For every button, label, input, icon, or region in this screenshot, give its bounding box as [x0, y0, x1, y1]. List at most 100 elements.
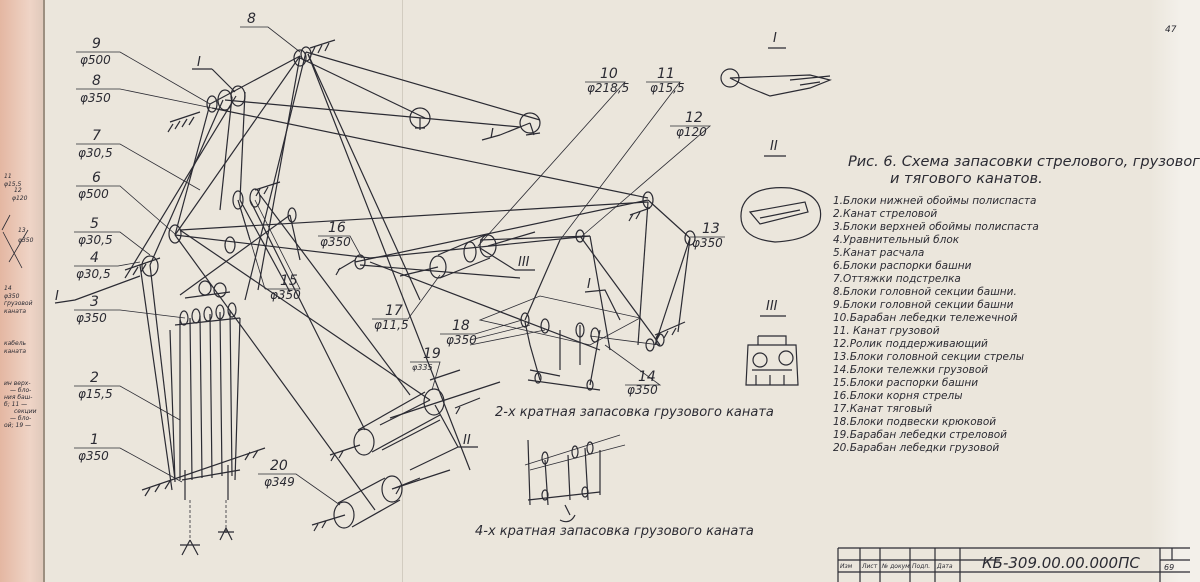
frag-1: 11 — [4, 173, 12, 180]
label-11-num: 11 — [657, 66, 675, 82]
legend-item-12: 12.Ролик поддерживающий — [833, 338, 988, 350]
section-mark-iii: III — [766, 299, 778, 314]
stamp-col-date: Дата — [936, 563, 953, 570]
legend-item-4: 4.Уравнительный блок — [833, 234, 960, 246]
boom-winch-drum — [353, 381, 501, 456]
label-1-num: 1 — [90, 432, 99, 448]
part-labels: 9 φ500 8 φ350 7 φ30,5 6 φ500 5 φ30,5 4 φ… — [74, 11, 725, 506]
frag-9: грузовой — [4, 300, 33, 307]
label-1-dia: φ350 — [78, 449, 109, 463]
label-17-num: 17 — [385, 303, 403, 319]
label-10-num: 10 — [600, 66, 618, 82]
label-15-dia: φ350 — [270, 288, 301, 302]
legend-item-16: 16.Блоки корня стрелы — [833, 390, 963, 402]
frag-2: φ15,5 — [4, 181, 22, 188]
label-18-num: 18 — [452, 318, 470, 334]
pulleys — [141, 46, 696, 352]
section-mark-i: I — [773, 31, 777, 46]
page-number: 47 — [1165, 25, 1177, 35]
callout-i-top: I — [197, 55, 201, 70]
callout-i-right: I — [587, 277, 591, 292]
label-7-num: 7 — [92, 128, 101, 144]
stamp-col-sign: Подп. — [912, 563, 930, 570]
label-19-dia: φ335 — [412, 363, 433, 372]
stamp-sheet: 69 — [1164, 563, 1174, 572]
ground-anchors — [124, 39, 686, 532]
legend-item-11: 11. Канат грузовой — [833, 325, 940, 337]
callout-i-mid: I — [490, 127, 494, 142]
legend-item-2: 2.Канат стреловой — [833, 208, 937, 220]
stamp-col-izm: Изм — [840, 563, 853, 570]
section-view-iii: III — [745, 299, 799, 386]
legend-item-5: 5.Канат расчала — [833, 247, 924, 259]
stamp-code: КБ-309.00.00.000ПС — [982, 554, 1140, 572]
label-16-dia: φ350 — [320, 235, 351, 249]
legend-item-15: 15.Блоки распорки башни — [833, 377, 978, 389]
label-12-dia: φ120 — [676, 125, 707, 139]
left-fragment: 11 φ15,5 12 φ120 13 φ350 14 φ350 грузово… — [1, 173, 37, 429]
frag-sketch — [1, 214, 29, 269]
label-11-dia: φ15,5 — [650, 81, 685, 95]
frag-6: φ350 — [18, 237, 34, 244]
figure-title-line1: Рис. 6. Схема запасовки стрелового, груз… — [848, 154, 1200, 170]
legend-item-17: 17.Канат тяговый — [833, 403, 932, 415]
legend-item-18: 18.Блоки подвески крюковой — [833, 416, 996, 428]
callout-ii: II — [463, 433, 471, 448]
four-fold-reeving-sketch — [524, 434, 626, 523]
page-edge — [43, 0, 45, 582]
caption-two-fold: 2-х кратная запасовка грузового каната — [495, 405, 774, 420]
frag-p5: секции — [14, 408, 37, 415]
label-4-num: 4 — [90, 250, 99, 266]
legend-item-1: 1.Блоки нижней обоймы полиспаста — [833, 195, 1036, 207]
label-9-num: 9 — [92, 36, 101, 52]
label-20-dia: φ349 — [264, 475, 295, 489]
frag-11: кабель — [4, 340, 27, 347]
torn-edge — [1150, 0, 1200, 582]
label-14-dia: φ350 — [627, 383, 658, 397]
label-2-dia: φ15,5 — [78, 387, 113, 401]
label-13-dia: φ350 — [692, 236, 723, 250]
label-3-dia: φ350 — [76, 311, 107, 325]
frag-7: 14 — [4, 285, 12, 292]
legend-item-3: 3.Блоки верхней обоймы полиспаста — [833, 221, 1039, 233]
frag-p2: — бло- — [10, 387, 31, 394]
tower-ropes — [129, 51, 691, 511]
label-6-dia: φ500 — [78, 187, 109, 201]
label-20-num: 20 — [270, 458, 288, 474]
title-block: Изм Лист № докум. Подп. Дата КБ-309.00.0… — [837, 547, 1190, 582]
frag-4: φ120 — [12, 195, 28, 202]
label-8-top-num: 8 — [247, 11, 256, 27]
adjacent-page-strip — [0, 0, 43, 582]
paper-fold — [402, 0, 403, 582]
label-10-dia: φ218,5 — [587, 81, 629, 95]
label-16-num: 16 — [328, 220, 346, 236]
caption-four-fold: 4-х кратная запасовка грузового каната — [475, 524, 754, 539]
label-4-dia: φ30,5 — [76, 267, 111, 281]
frag-p6: — бло- — [10, 415, 31, 422]
legend-item-7: 7.Оттяжки подстрелка — [833, 273, 961, 285]
legend-item-14: 14.Блоки тележки грузовой — [833, 364, 988, 376]
section-mark-ii: II — [770, 139, 778, 154]
two-fold-reeving-sketch — [469, 295, 661, 391]
stamp-col-doc: № докум. — [881, 563, 912, 570]
label-7-dia: φ30,5 — [78, 146, 113, 160]
legend-item-9: 9.Блоки головной секции башни — [833, 299, 1014, 311]
section-callouts: I I I I III II — [54, 55, 621, 471]
label-8-num: 8 — [92, 73, 101, 89]
legend-list: 1.Блоки нижней обоймы полиспаста 2.Канат… — [833, 195, 1039, 454]
legend-item-19: 19.Барабан лебедки стреловой — [833, 429, 1007, 441]
label-14-num: 14 — [638, 369, 656, 385]
figure-title-line2: и тягового канатов. — [890, 171, 1043, 187]
stamp-col-list: Лист — [861, 563, 878, 570]
label-18-dia: φ350 — [446, 333, 477, 347]
legend-item-20: 20.Барабан лебедки грузовой — [833, 442, 999, 454]
frag-3: 12 — [14, 187, 22, 194]
frag-p7: ой; 19 — — [4, 422, 31, 429]
frag-5: 13 — [18, 227, 26, 234]
legend-item-10: 10.Барабан лебедки тележечной — [833, 312, 1018, 324]
label-3-num: 3 — [90, 294, 99, 310]
legend-item-6: 6.Блоки распорки башни — [833, 260, 972, 272]
label-5-num: 5 — [90, 216, 99, 232]
legend-item-13: 13.Блоки головной секции стрелы — [833, 351, 1024, 363]
